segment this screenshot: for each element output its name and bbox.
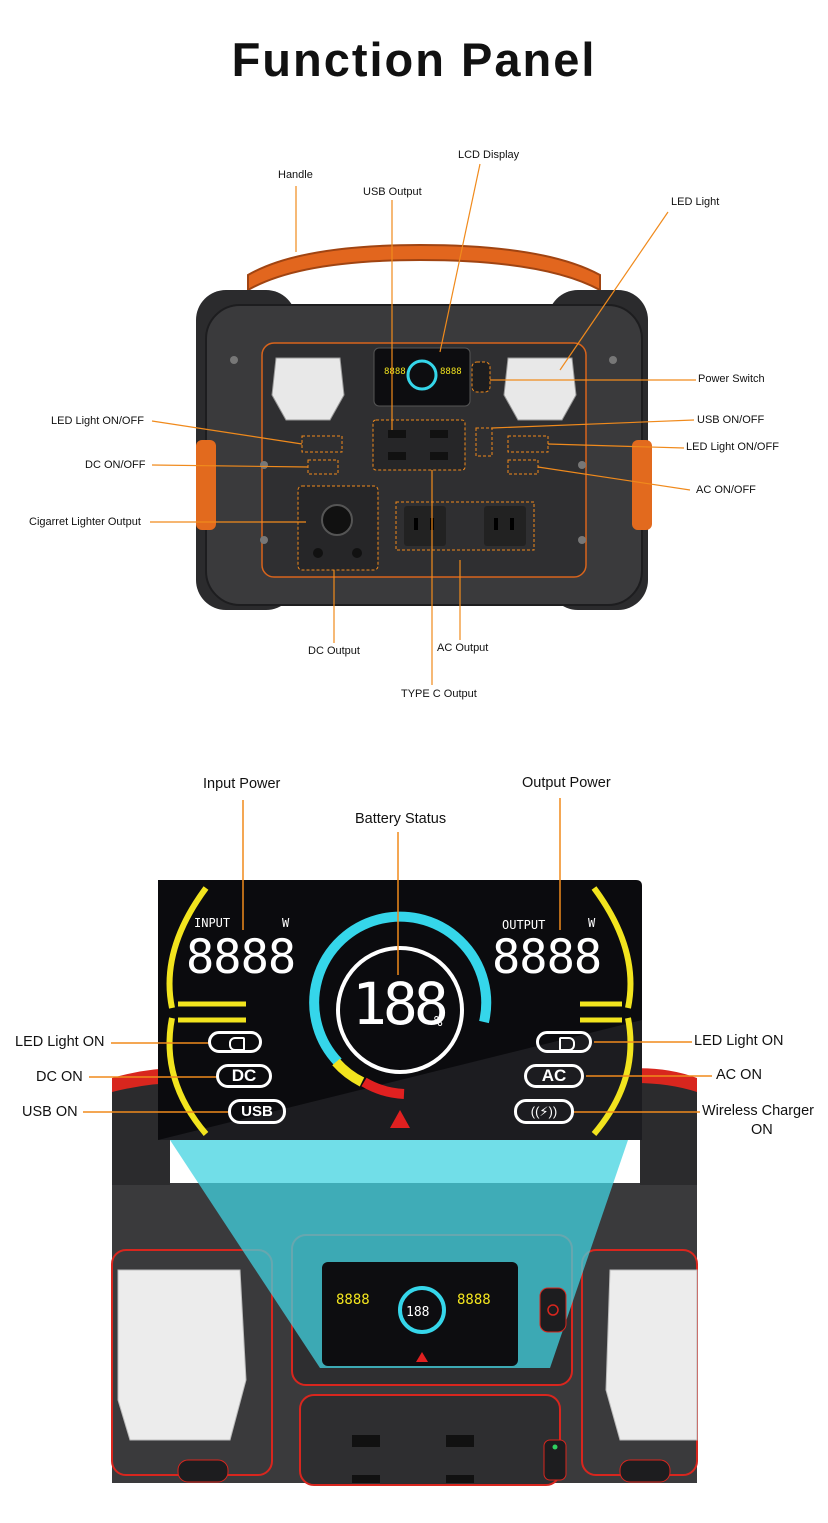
label-power-switch: Power Switch <box>698 373 765 385</box>
power-station-diagram: 8888 8888 <box>150 163 696 685</box>
label-battery-status: Battery Status <box>355 811 447 827</box>
label-type-c-output: TYPE C Output <box>401 688 477 700</box>
dc-badge: DC <box>216 1064 272 1088</box>
ac-badge: AC <box>524 1064 584 1088</box>
lcd-input-digits: 8888 <box>186 930 296 985</box>
lcd-percent: % <box>434 1014 443 1030</box>
label-led-light: LED Light <box>671 196 720 208</box>
label-output-power: Output Power <box>522 775 611 791</box>
label-lcd-display: LCD Display <box>458 149 520 161</box>
label-dc-output: DC Output <box>308 645 360 657</box>
lcd-battery-digits: 188 <box>352 970 449 1038</box>
label-led-light-onoff-right: LED Light ON/OFF <box>686 441 779 453</box>
label-cigarette-lighter-output: Cigarret Lighter Output <box>29 516 141 528</box>
label-usb-on: USB ON <box>22 1104 78 1120</box>
wireless-charger-icon: ((⚡)) <box>514 1099 574 1124</box>
svg-text:8888: 8888 <box>336 1292 370 1308</box>
label-usb-output: USB Output <box>363 186 422 198</box>
svg-text:8888: 8888 <box>457 1292 491 1308</box>
label-dc-on: DC ON <box>36 1069 83 1085</box>
label-ac-output: AC Output <box>437 642 489 654</box>
label-usb-onoff: USB ON/OFF <box>697 414 765 426</box>
label-input-power: Input Power <box>203 776 281 792</box>
label-wireless-charger-line1: Wireless Charger <box>702 1103 814 1119</box>
svg-text:8888: 8888 <box>384 367 406 377</box>
label-ac-onoff: AC ON/OFF <box>696 484 756 496</box>
lcd-output-label: OUTPUT <box>502 918 546 932</box>
svg-text:188: 188 <box>406 1305 429 1320</box>
label-handle: Handle <box>278 169 313 181</box>
label-led-light-on-left: LED Light ON <box>15 1034 105 1050</box>
lcd-input-unit: W <box>282 916 290 930</box>
led-light-right-icon <box>536 1031 592 1053</box>
svg-text:8888: 8888 <box>440 367 462 377</box>
page-title: Function Panel <box>231 33 597 86</box>
label-ac-on: AC ON <box>716 1067 762 1083</box>
led-light-left-icon <box>208 1031 262 1053</box>
label-dc-onoff: DC ON/OFF <box>85 459 146 471</box>
label-wireless-charger-line2: ON <box>751 1122 773 1138</box>
lcd-input-label: INPUT <box>194 916 231 930</box>
lcd-output-digits: 8888 <box>492 930 602 985</box>
label-led-light-on-right: LED Light ON <box>694 1033 784 1049</box>
lcd-output-unit: W <box>588 916 596 930</box>
usb-badge: USB <box>228 1099 286 1124</box>
label-led-light-onoff-left: LED Light ON/OFF <box>51 415 144 427</box>
